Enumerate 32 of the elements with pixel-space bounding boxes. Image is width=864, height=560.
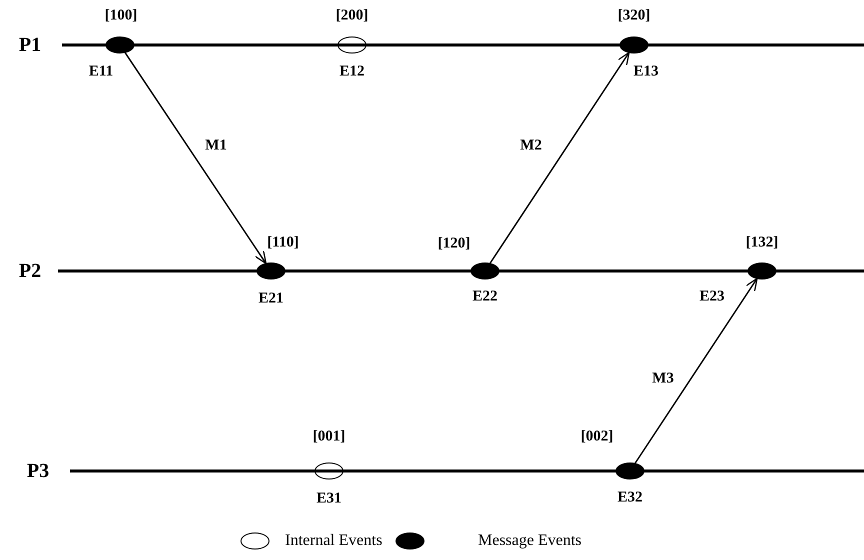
event-name: E22 [472, 290, 498, 304]
process-label: P3 [26, 461, 50, 481]
vector-timestamp: [320] [618, 8, 650, 24]
process-label: P2 [18, 261, 42, 281]
message-event-dot [470, 262, 500, 280]
event-name: E12 [340, 64, 364, 80]
event-name: E32 [618, 490, 642, 506]
message-event-dot [747, 262, 777, 280]
vector-timestamp: [132] [746, 236, 778, 250]
event-name: E31 [316, 492, 342, 506]
internal-event-ellipse [337, 36, 367, 54]
internal-event-ellipse [314, 462, 344, 480]
message-arrow [489, 52, 630, 264]
event-name: E13 [634, 64, 658, 80]
message-arrow [124, 52, 267, 264]
legend-label: Internal Events [285, 533, 382, 549]
message-arrow [634, 278, 758, 464]
event-name: E21 [258, 292, 284, 306]
vector-timestamp: [100] [104, 8, 138, 24]
message-event-dot [619, 36, 649, 54]
message-event-dot [105, 36, 135, 54]
process-label: P1 [18, 35, 42, 55]
event-name: E23 [700, 290, 724, 304]
event-name: E11 [88, 64, 114, 80]
vector-timestamp: [200] [336, 8, 368, 24]
vector-timestamp: [120] [438, 236, 470, 252]
message-event-dot [615, 462, 645, 480]
vector-timestamp: [110] [267, 236, 299, 250]
legend-label: Message Events [478, 533, 582, 549]
message-event-dot [256, 262, 286, 280]
vector-timestamp: [002] [580, 430, 614, 444]
vector-timestamp: [001] [312, 430, 346, 444]
